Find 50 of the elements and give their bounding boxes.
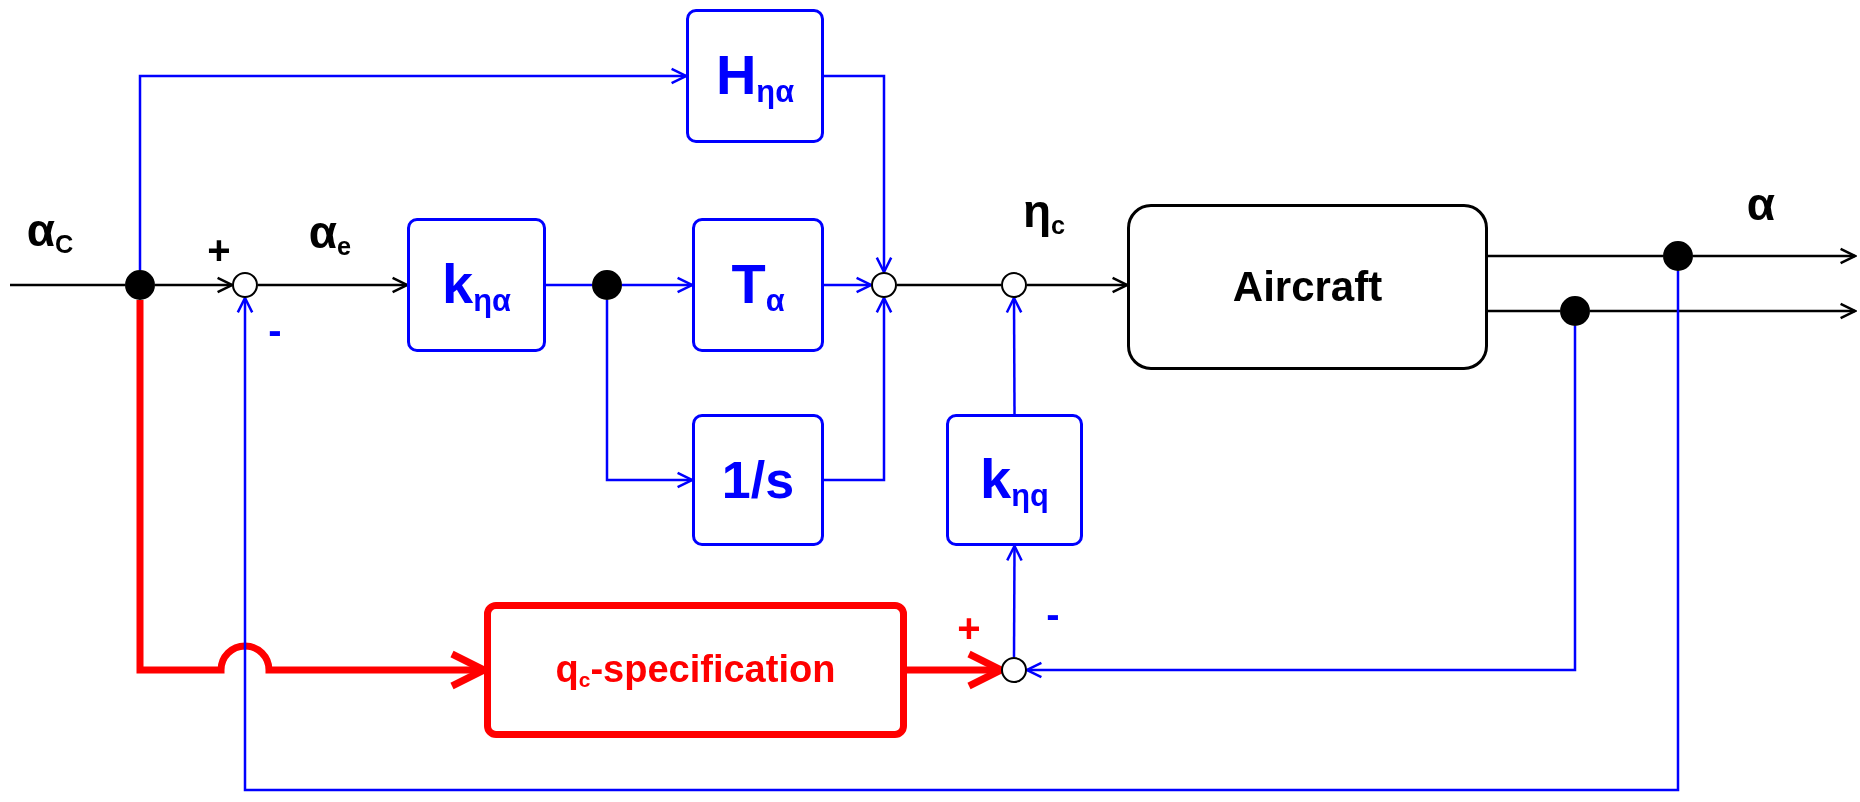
arrow [1005, 296, 1023, 414]
connector-line [1488, 254, 1663, 258]
arrow [1006, 544, 1023, 657]
connector-line [10, 283, 125, 287]
block [686, 9, 824, 143]
block-label: T$_{α}$ [731, 251, 785, 319]
sign-label: - [268, 310, 282, 350]
block [946, 414, 1083, 546]
connector-line [546, 283, 592, 287]
block [692, 414, 824, 546]
block [484, 602, 907, 738]
junction-dot [592, 270, 622, 300]
arrow [1590, 302, 1857, 320]
arrow [258, 276, 409, 294]
block [407, 218, 546, 352]
junction-dot [125, 270, 155, 300]
summing-junction [871, 272, 897, 298]
block-label: k$_{ηα}$ [442, 251, 511, 319]
arrow [1027, 276, 1129, 294]
signal-label: η$_{c}$ [1022, 188, 1066, 238]
summing-junction [1001, 657, 1027, 683]
block-label: Aircraft [1232, 263, 1383, 311]
arrow [138, 67, 688, 270]
arrow [824, 74, 893, 274]
arrow [1693, 247, 1857, 265]
sign-label: + [207, 230, 231, 270]
block-label: q$_{c}$-specification [555, 647, 836, 693]
summing-junction [1001, 272, 1027, 298]
arrow [236, 271, 1680, 792]
junction-dot [1560, 296, 1590, 326]
arrow [824, 296, 893, 482]
connector-line [1488, 309, 1560, 313]
block [1127, 204, 1488, 370]
block-label: 1/s [721, 450, 795, 510]
sign-label: + [957, 608, 981, 648]
signal-label: α$_{C}$ [26, 207, 74, 257]
arrow [155, 276, 234, 294]
arrow [605, 300, 694, 489]
arrow [1025, 326, 1577, 679]
arrow [622, 276, 694, 294]
arrow [824, 276, 873, 294]
summing-junction [232, 272, 258, 298]
block [692, 218, 824, 352]
block-label: k$_{ηq}$ [980, 446, 1049, 514]
junction-dot [1663, 241, 1693, 271]
signal-label: α$_{e}$ [308, 209, 352, 259]
sign-label: - [1046, 594, 1060, 634]
connector-line [897, 283, 1001, 287]
block-label: H$_{ηα}$ [715, 42, 795, 110]
signal-label: α [1746, 181, 1776, 227]
